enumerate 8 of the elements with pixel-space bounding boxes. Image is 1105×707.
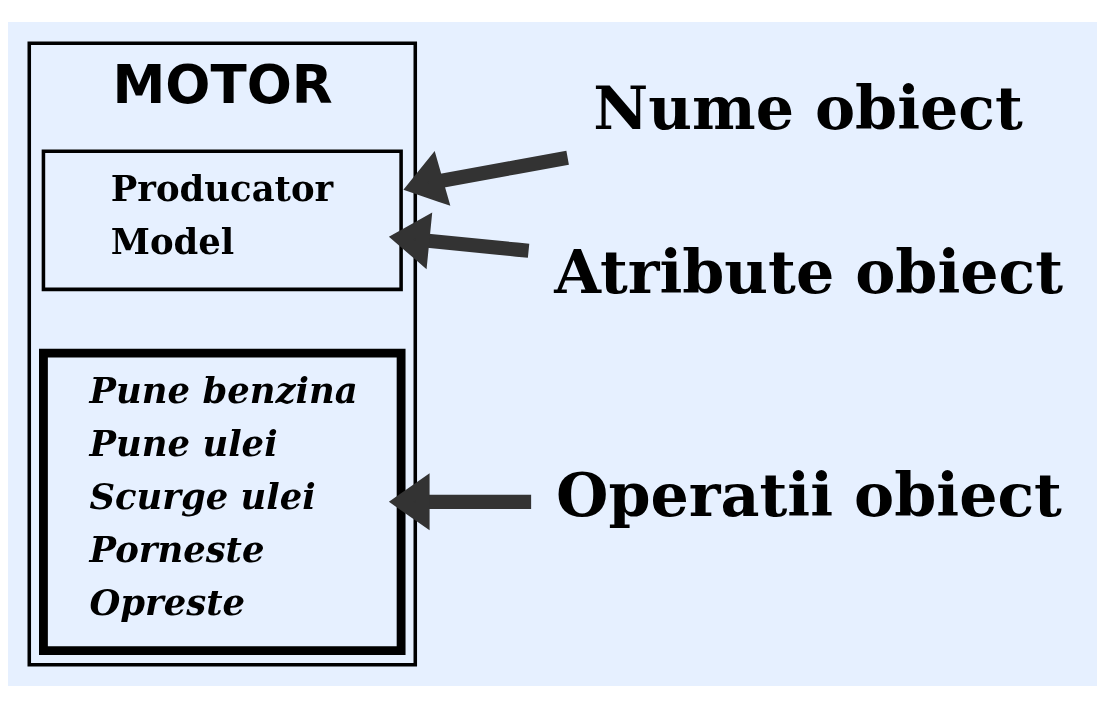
node-box: Producator Model	[41, 149, 403, 291]
node-box: Pune benzina Pune ulei Scurge ulei Porneste Opreste	[39, 348, 406, 655]
arrow	[403, 150, 569, 206]
node-text: Operatii obiect	[556, 458, 1062, 530]
node-text: Nume obiect	[593, 71, 1023, 143]
node-text: Atribute obiect	[554, 235, 1064, 307]
arrow	[388, 212, 530, 269]
arrow	[388, 472, 532, 530]
